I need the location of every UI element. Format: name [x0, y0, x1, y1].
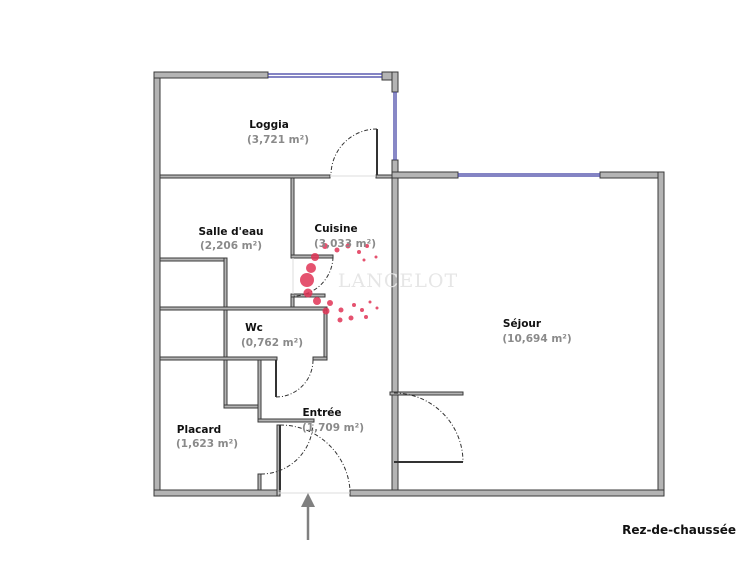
- room-name-placard: Placard: [177, 424, 221, 436]
- room-area-placard: (1,623 m²): [176, 438, 238, 450]
- room-area-wc: (0,762 m²): [241, 337, 303, 349]
- windows: [268, 73, 600, 177]
- room-name-cuisine: Cuisine: [314, 223, 357, 235]
- room-area-salle-deau: (2,206 m²): [200, 240, 262, 252]
- logo-watermark: LANCELOT: [300, 243, 458, 323]
- room-name-sejour: Séjour: [503, 318, 542, 330]
- room-labels: Loggia (3,721 m²) Salle d'eau (2,206 m²)…: [176, 119, 572, 450]
- room-name-wc: Wc: [245, 322, 263, 334]
- svg-text:LANCELOT: LANCELOT: [338, 270, 458, 292]
- room-area-loggia: (3,721 m²): [247, 134, 309, 146]
- room-name-entree: Entrée: [302, 407, 341, 419]
- entrance-arrow-icon: [301, 493, 315, 540]
- room-area-entree: (1,709 m²): [302, 422, 364, 434]
- room-area-sejour: (10,694 m²): [502, 333, 571, 345]
- level-label: Rez-de-chaussée: [622, 523, 736, 537]
- room-name-loggia: Loggia: [249, 119, 289, 131]
- room-area-cuisine: (3,033 m²): [314, 238, 376, 250]
- room-name-salle-deau: Salle d'eau: [198, 226, 263, 238]
- doors: [260, 128, 464, 494]
